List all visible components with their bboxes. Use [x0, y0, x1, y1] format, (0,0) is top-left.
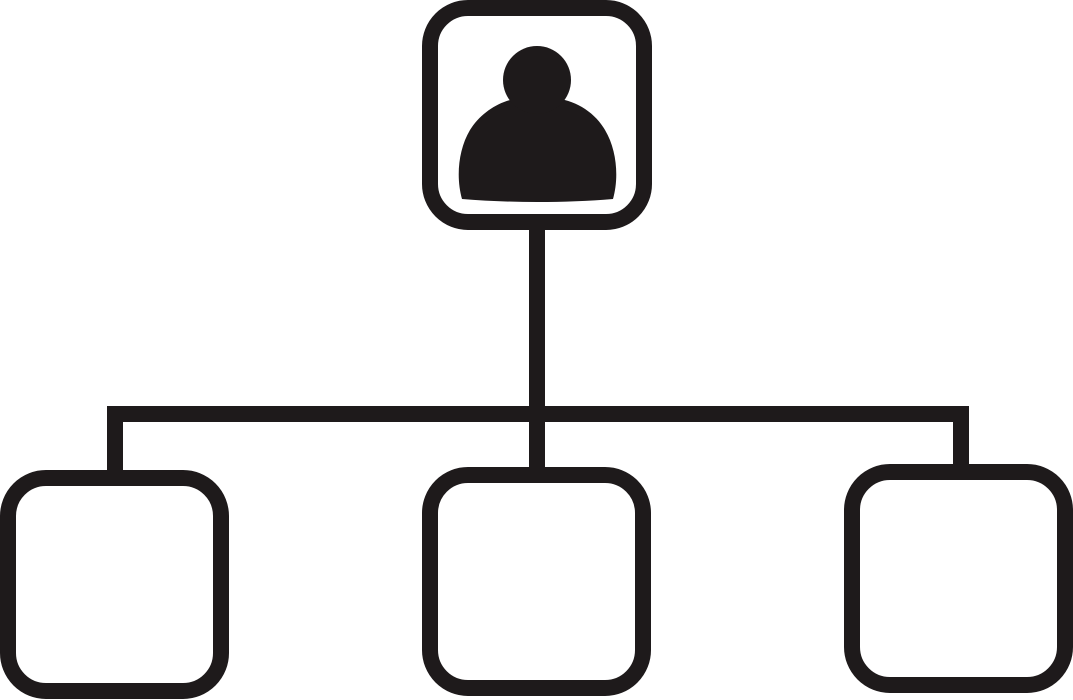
person-body-shape [458, 98, 617, 202]
person-icon [458, 46, 617, 202]
child-node-left-box [0, 470, 229, 699]
child-node-right-box [844, 464, 1073, 693]
root-node[interactable] [422, 0, 652, 230]
child-node-center-box [422, 467, 651, 696]
child-node-center[interactable] [422, 467, 651, 696]
person-head-shape [503, 46, 571, 114]
child-node-left[interactable] [0, 470, 229, 699]
child-node-right[interactable] [844, 464, 1073, 693]
horizontal-bus-connector [107, 406, 969, 472]
connector-lines [107, 222, 969, 472]
